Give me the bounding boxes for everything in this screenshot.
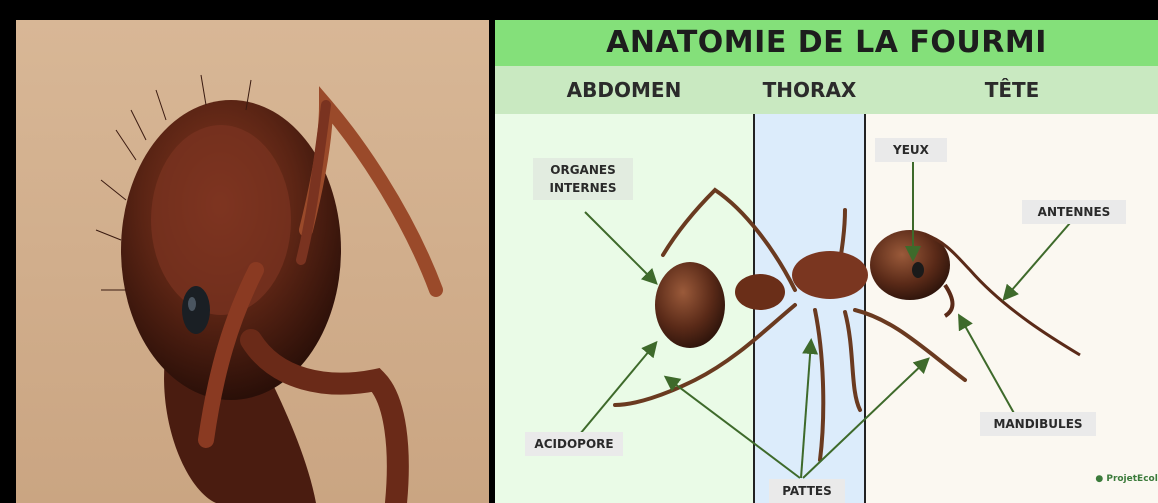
leaf-icon: ● — [1095, 474, 1103, 484]
label-acidopore: ACIDOPORE — [525, 432, 623, 456]
ant-abdomen — [655, 262, 725, 348]
label-yeux: YEUX — [875, 138, 947, 162]
brand-logo: ● ProjetEcolo — [1095, 474, 1158, 484]
label-organes-internes: ORGANES INTERNES — [533, 158, 633, 200]
anatomy-diagram: ANATOMIE DE LA FOURMI ABDOMEN THORAX TÊT… — [495, 20, 1158, 503]
brand-text: ProjetEcolo — [1106, 474, 1158, 484]
ant-head-photo — [16, 20, 489, 503]
label-pattes: PATTES — [769, 479, 845, 503]
label-antennes: ANTENNES — [1022, 200, 1126, 224]
ant-head-illustration — [16, 20, 489, 503]
label-mandibules: MANDIBULES — [980, 412, 1096, 436]
ant-thorax — [792, 251, 868, 299]
ant-petiole — [735, 274, 785, 310]
ant-eye — [182, 286, 210, 334]
